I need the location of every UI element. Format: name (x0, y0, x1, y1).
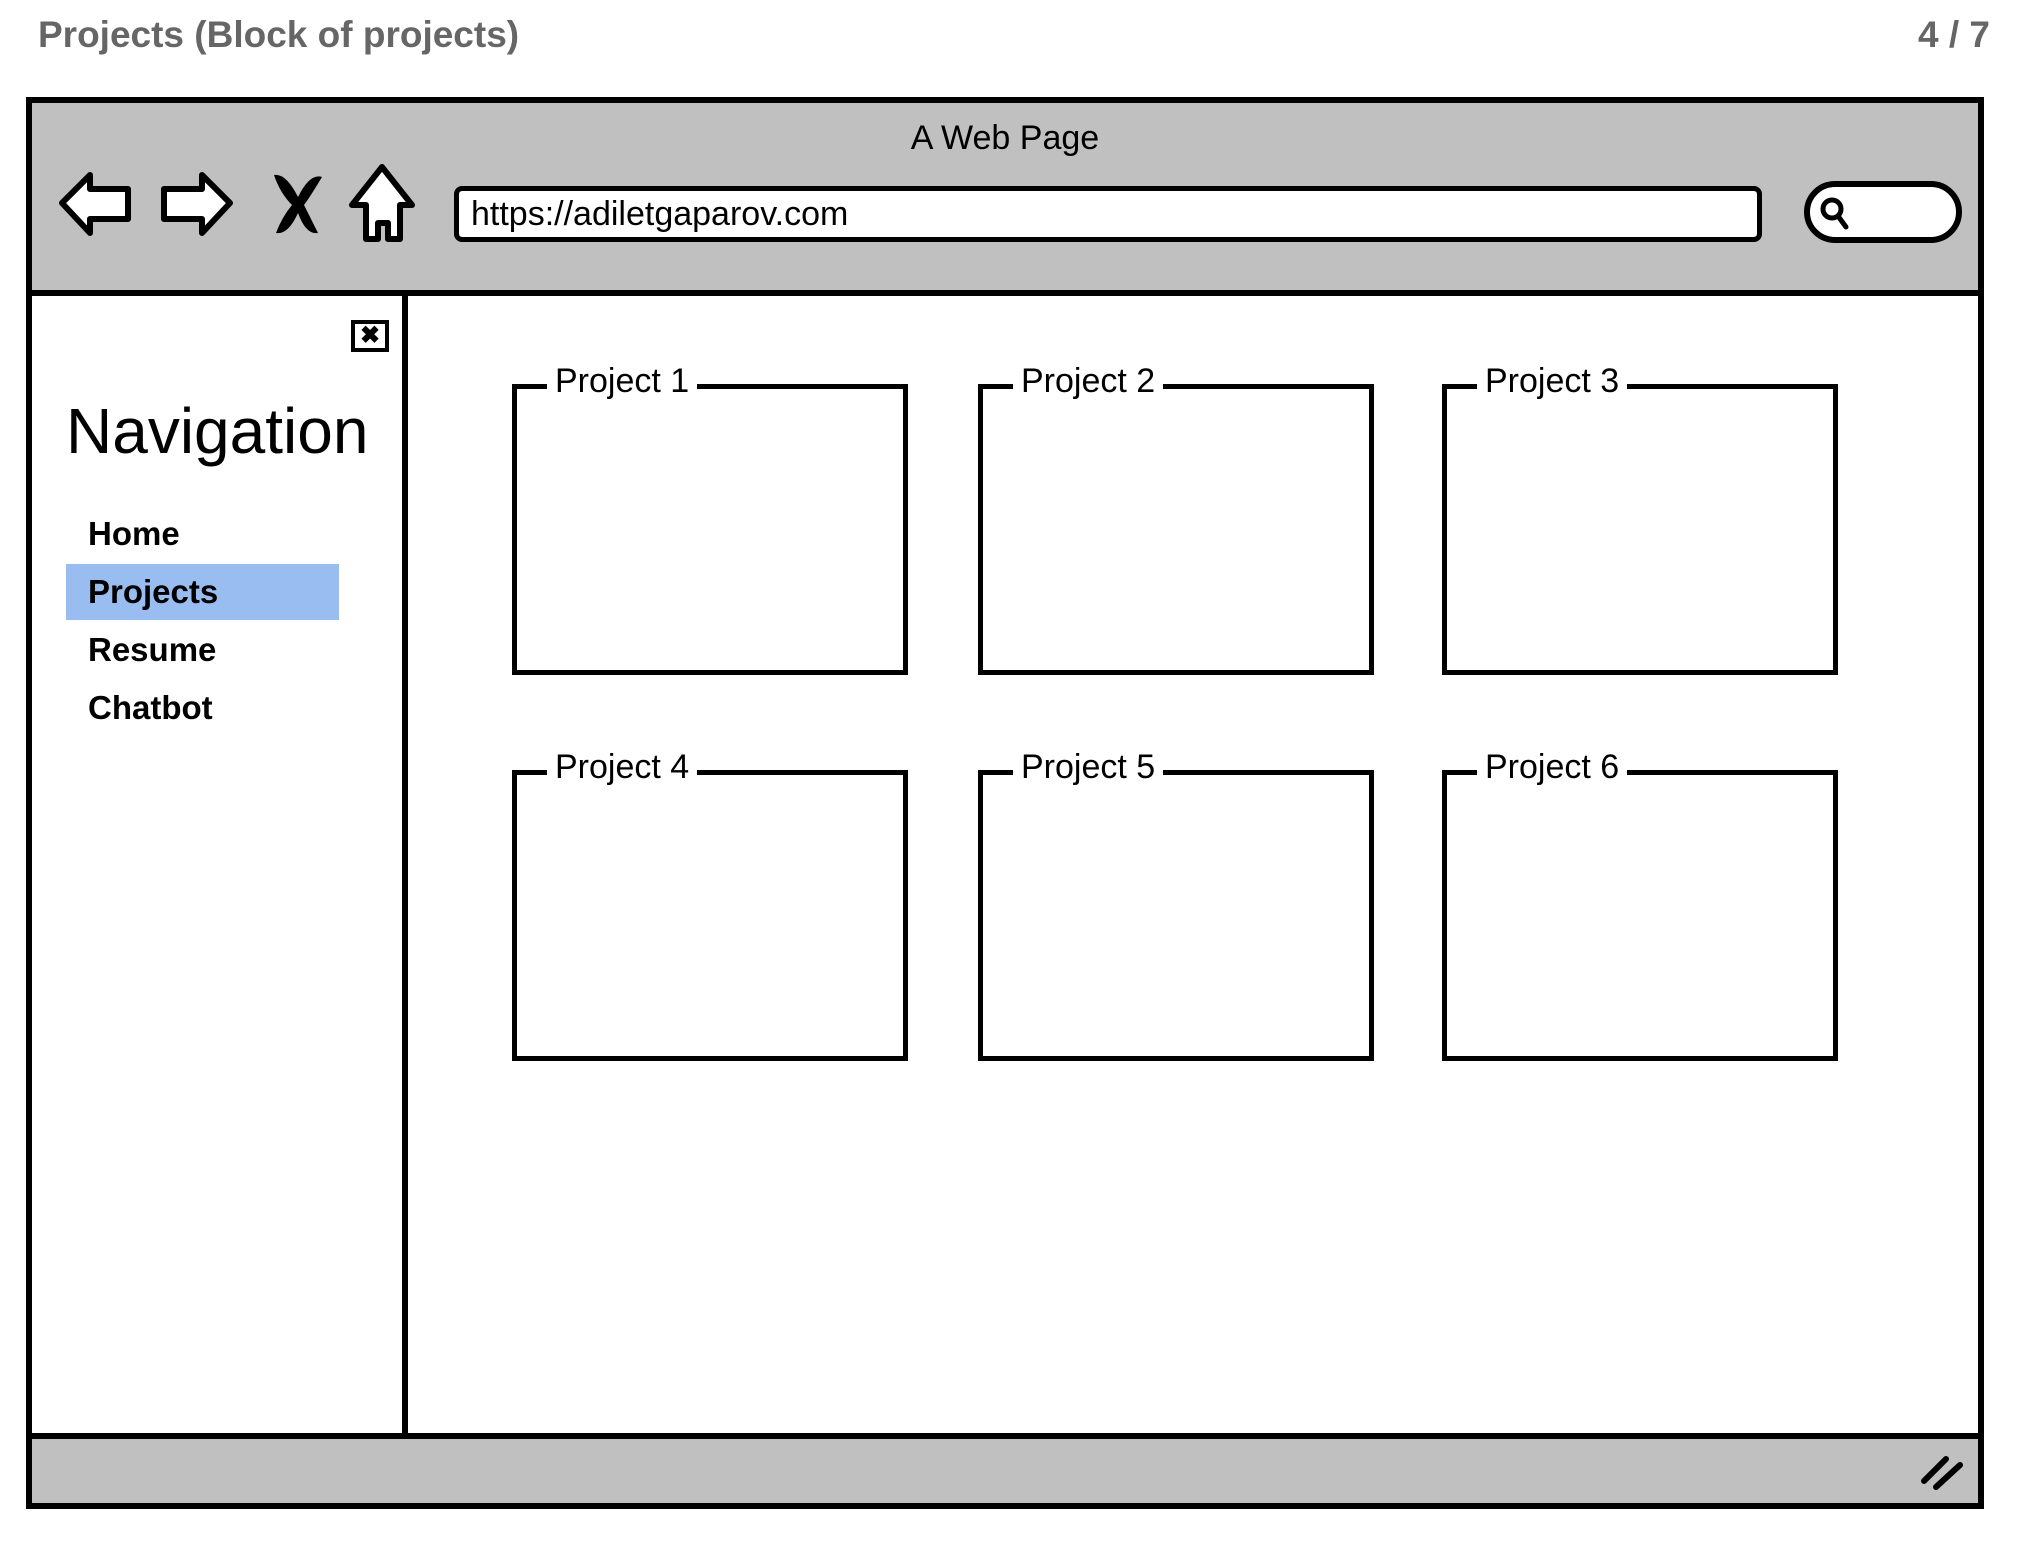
nav-item-chatbot[interactable]: Chatbot (88, 689, 213, 726)
status-bar (32, 1433, 1978, 1503)
navigation-title: Navigation (66, 395, 369, 467)
project-card[interactable]: Project 5 (978, 747, 1374, 1061)
project-card[interactable]: Project 1 (512, 361, 908, 675)
slide-title: Projects (Block of projects) (38, 14, 520, 55)
back-arrow-icon[interactable] (56, 163, 136, 243)
nav-item-home[interactable]: Home (88, 515, 180, 552)
nav-item-resume[interactable]: Resume (88, 631, 217, 668)
close-sidebar-button[interactable]: ✖ (351, 320, 389, 352)
slide-counter: 4 / 7 (1918, 14, 1990, 55)
project-card[interactable]: Project 6 (1442, 747, 1838, 1061)
nav-item-projects[interactable]: Projects (66, 564, 339, 620)
project-label: Project 1 (547, 361, 698, 401)
project-label: Project 2 (1013, 361, 1164, 401)
browser-window: A Web Page https://adiletgaparov.com ✖ N… (26, 97, 1984, 1509)
forward-arrow-icon[interactable] (156, 163, 236, 243)
project-card[interactable]: Project 3 (1442, 361, 1838, 675)
project-card[interactable]: Project 2 (978, 361, 1374, 675)
url-input[interactable]: https://adiletgaparov.com (454, 186, 1762, 242)
page-title: A Web Page (910, 119, 1100, 157)
project-label: Project 6 (1477, 747, 1628, 787)
search-input[interactable] (1804, 181, 1962, 243)
project-label: Project 4 (547, 747, 698, 787)
navigation-sidebar: ✖ Navigation Home Projects Resume Chatbo… (32, 296, 408, 1442)
project-label: Project 3 (1477, 361, 1628, 401)
search-icon (1820, 197, 1849, 230)
project-label: Project 5 (1013, 747, 1164, 787)
resize-grip-icon[interactable] (1920, 1451, 1964, 1491)
project-card[interactable]: Project 4 (512, 747, 908, 1061)
stop-icon[interactable] (258, 163, 338, 243)
home-icon[interactable] (342, 163, 422, 243)
browser-toolbar: A Web Page https://adiletgaparov.com (32, 103, 1978, 296)
